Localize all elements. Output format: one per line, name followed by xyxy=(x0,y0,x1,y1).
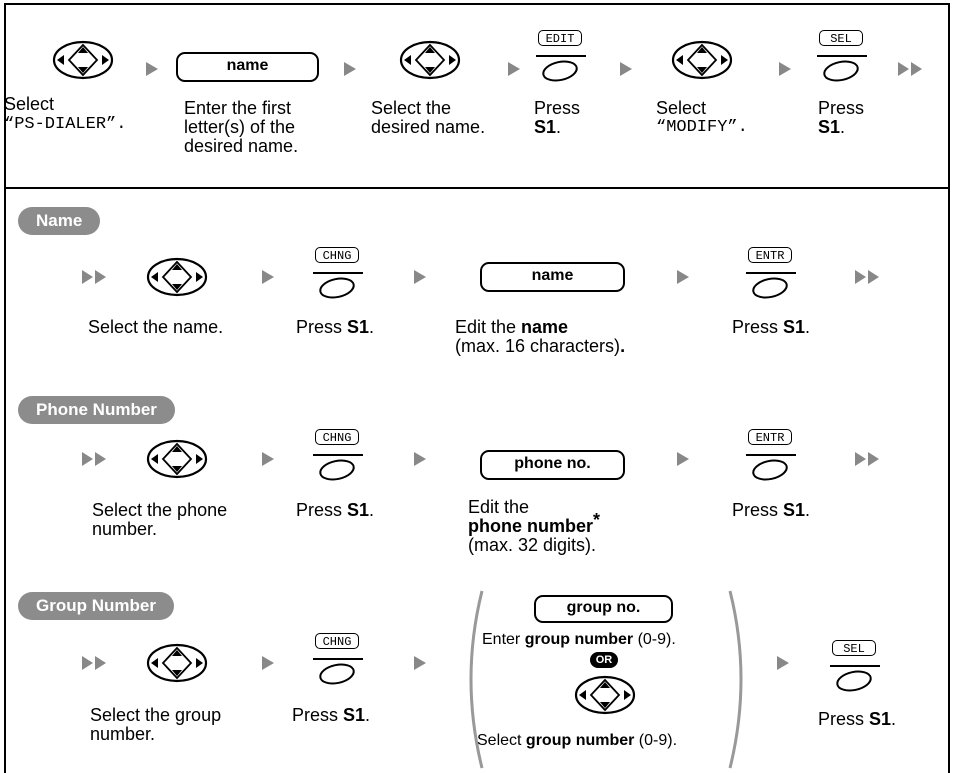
group-press1: Press S1. xyxy=(292,705,371,725)
continue-arrow-icon xyxy=(82,452,108,466)
phone-press2: Press S1. xyxy=(732,500,811,520)
phone-edit-line1: Edit the xyxy=(468,497,530,517)
arrow-right-icon xyxy=(620,62,632,76)
chng-softkey-label: CHNG xyxy=(315,633,359,649)
sel-softkey: SEL xyxy=(815,30,869,90)
chng-softkey-label: CHNG xyxy=(315,429,359,445)
step6-press: Press xyxy=(818,98,865,118)
step2-line2: letter(s) of the xyxy=(184,117,296,137)
name-press2: Press S1. xyxy=(732,317,811,337)
continue-arrow-icon xyxy=(82,270,108,284)
arrow-right-icon xyxy=(677,270,689,284)
arrow-right-icon xyxy=(414,656,426,670)
softkey-button-icon xyxy=(536,54,586,84)
sel-softkey-label: SEL xyxy=(832,640,876,656)
arrow-right-icon xyxy=(262,656,274,670)
continue-arrow-icon xyxy=(898,62,924,76)
step2-line1: Enter the first xyxy=(184,98,292,118)
phone-press1: Press S1. xyxy=(296,500,375,520)
arrow-right-icon xyxy=(677,452,689,466)
step4-s1: S1. xyxy=(534,117,562,137)
navigator-key-icon xyxy=(146,643,208,683)
softkey-button-icon xyxy=(830,664,880,694)
navigator-key-icon xyxy=(146,439,208,479)
phone-select-line2: number. xyxy=(92,519,158,539)
chng-softkey-label: CHNG xyxy=(315,247,359,263)
group-enter-text: Enter group number (0-9). xyxy=(482,631,676,648)
softkey-button-icon xyxy=(817,54,867,84)
group-press2: Press S1. xyxy=(818,709,897,729)
group-entry-box: group no. xyxy=(534,595,673,623)
arrow-right-icon xyxy=(414,270,426,284)
name-section-header: Name xyxy=(18,207,101,235)
arrow-right-icon xyxy=(262,270,274,284)
phone-section-header: Phone Number xyxy=(18,396,175,424)
softkey-button-icon xyxy=(313,453,363,483)
name-press1: Press S1. xyxy=(296,317,375,337)
continue-arrow-icon xyxy=(855,270,881,284)
arrow-right-icon xyxy=(146,62,158,76)
arrow-right-icon xyxy=(414,452,426,466)
arrow-right-icon xyxy=(508,62,520,76)
chng-softkey: CHNG xyxy=(311,429,365,489)
navigator-key-icon xyxy=(52,40,114,80)
entr-softkey-label: ENTR xyxy=(748,429,792,445)
step3-line1: Select the xyxy=(371,98,452,118)
softkey-button-icon xyxy=(313,657,363,687)
name-edit-line2: (max. 16 characters). xyxy=(455,336,626,356)
sel-softkey-label: SEL xyxy=(819,30,863,46)
name-edit-line1: Edit the name xyxy=(455,317,569,337)
softkey-button-icon xyxy=(746,271,796,301)
diagram-frame xyxy=(4,3,950,773)
name-entry-box: name xyxy=(176,52,319,82)
arrow-right-icon xyxy=(779,62,791,76)
navigator-key-icon xyxy=(399,40,461,80)
step2-line3: desired name. xyxy=(184,136,299,156)
step5-select: Select xyxy=(656,98,707,118)
entr-softkey: ENTR xyxy=(744,429,798,489)
sel-softkey: SEL xyxy=(828,640,882,700)
phone-edit-box: phone no. xyxy=(480,450,625,480)
continue-arrow-icon xyxy=(82,656,108,670)
name-select-text: Select the name. xyxy=(88,317,224,337)
navigator-key-icon xyxy=(146,257,208,297)
entr-softkey: ENTR xyxy=(744,247,798,307)
phone-edit-line2: phone number* xyxy=(468,510,601,536)
continue-arrow-icon xyxy=(855,452,881,466)
step5-modify: “MODIFY”. xyxy=(656,118,748,137)
name-edit-box: name xyxy=(480,262,625,292)
group-select-line2: number. xyxy=(90,724,156,744)
group-select-text: Select group number (0-9). xyxy=(477,732,678,749)
step6-s1: S1. xyxy=(818,117,846,137)
or-badge: OR xyxy=(590,652,618,668)
edit-softkey-label: EDIT xyxy=(538,30,582,46)
group-select-line1: Select the group xyxy=(90,705,222,725)
softkey-button-icon xyxy=(746,453,796,483)
navigator-key-icon xyxy=(574,675,636,715)
chng-softkey: CHNG xyxy=(311,633,365,693)
section-divider xyxy=(4,187,950,189)
edit-softkey: EDIT xyxy=(534,30,588,90)
group-section-header: Group Number xyxy=(18,592,174,620)
softkey-button-icon xyxy=(313,271,363,301)
navigator-key-icon xyxy=(671,40,733,80)
step3-line2: desired name. xyxy=(371,117,486,137)
step1-ps-dialer: “PS-DIALER”. xyxy=(4,115,127,134)
phone-edit-line3: (max. 32 digits). xyxy=(468,535,597,555)
arrow-right-icon xyxy=(344,62,356,76)
arrow-right-icon xyxy=(777,656,789,670)
arrow-right-icon xyxy=(262,452,274,466)
chng-softkey: CHNG xyxy=(311,247,365,307)
option-bracket xyxy=(469,590,743,769)
step1-select: Select xyxy=(4,94,55,114)
step4-press: Press xyxy=(534,98,581,118)
entr-softkey-label: ENTR xyxy=(748,247,792,263)
phone-select-line1: Select the phone xyxy=(92,500,228,520)
